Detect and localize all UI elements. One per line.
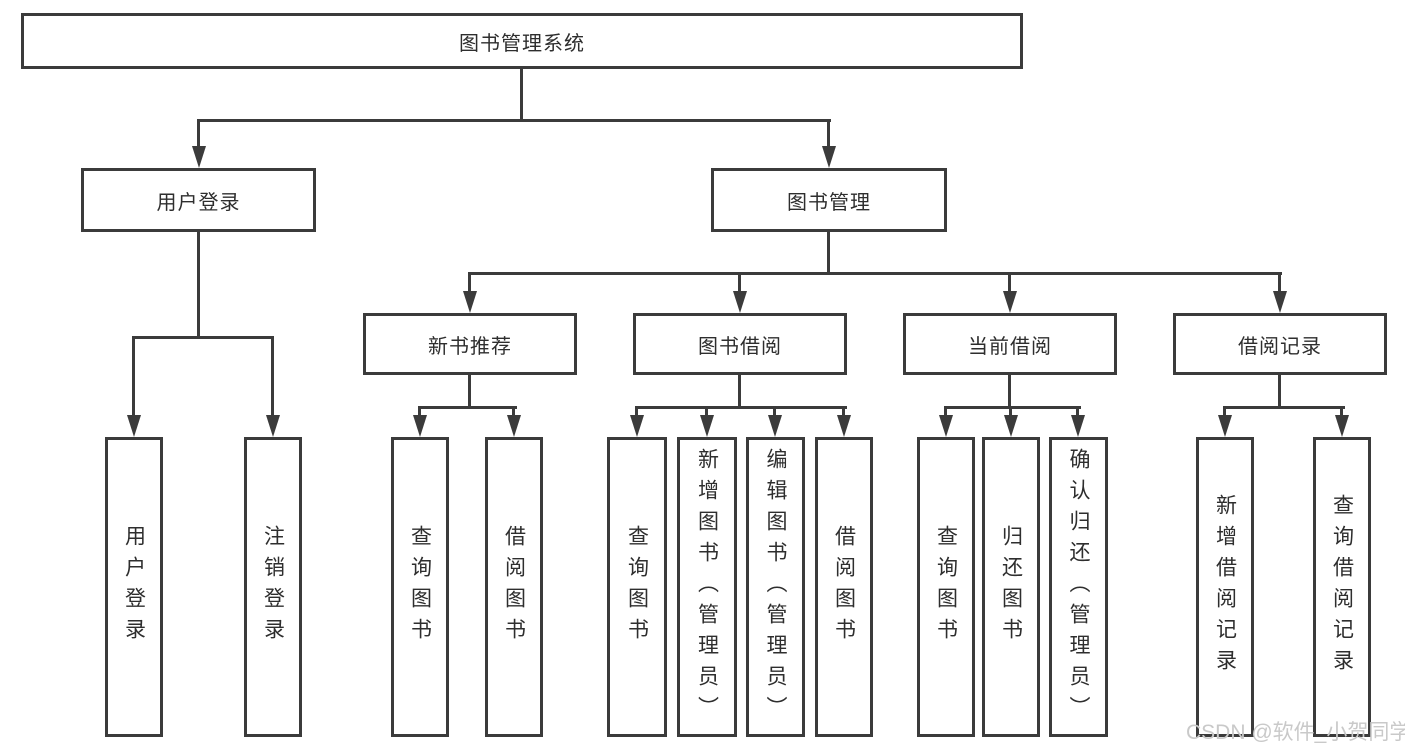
connector-line bbox=[1008, 272, 1011, 295]
connector-line bbox=[468, 272, 471, 295]
node-leaf-query-books-3-label: 查询图书 bbox=[934, 525, 958, 649]
csdn-watermark: CSDN @软件_小贺同学 bbox=[1186, 721, 1405, 744]
connector-line bbox=[271, 336, 274, 417]
node-root-label: 图书管理系统 bbox=[459, 32, 585, 55]
arrowhead-down-icon bbox=[127, 415, 141, 437]
connector-line bbox=[1223, 406, 1226, 419]
node-leaf-query-books-2: 查询图书 bbox=[607, 437, 667, 737]
node-book-borrowing: 图书借阅 bbox=[633, 313, 847, 375]
connector-line bbox=[738, 375, 741, 409]
node-current-borrowing: 当前借阅 bbox=[903, 313, 1117, 375]
node-leaf-add-borrow-record: 新增借阅记录 bbox=[1196, 437, 1254, 737]
node-leaf-query-borrow-record-label: 查询借阅记录 bbox=[1330, 494, 1354, 680]
arrowhead-down-icon bbox=[1004, 415, 1018, 437]
connector-line bbox=[1278, 272, 1281, 295]
node-leaf-query-books-2-label: 查询图书 bbox=[625, 525, 649, 649]
node-leaf-borrow-books-2-label: 借阅图书 bbox=[832, 525, 856, 649]
arrowhead-down-icon bbox=[822, 146, 836, 168]
node-leaf-confirm-return-admin-label: 确认归还（管理员） bbox=[1067, 447, 1090, 727]
node-leaf-borrow-books-1-label: 借阅图书 bbox=[502, 525, 526, 649]
connector-line bbox=[827, 232, 830, 275]
connector-line bbox=[1223, 406, 1345, 409]
connector-line bbox=[1009, 406, 1012, 419]
arrowhead-down-icon bbox=[1273, 291, 1287, 313]
connector-line bbox=[944, 406, 1081, 409]
node-book-management-branch: 图书管理 bbox=[711, 168, 947, 232]
connector-line bbox=[635, 406, 638, 419]
node-user-login-branch: 用户登录 bbox=[81, 168, 316, 232]
connector-line bbox=[1340, 406, 1343, 419]
connector-line bbox=[132, 336, 274, 339]
node-leaf-return-books: 归还图书 bbox=[982, 437, 1040, 737]
arrowhead-down-icon bbox=[1071, 415, 1085, 437]
connector-line bbox=[468, 272, 1282, 275]
node-borrow-records: 借阅记录 bbox=[1173, 313, 1387, 375]
connector-line bbox=[1278, 375, 1281, 409]
arrowhead-down-icon bbox=[413, 415, 427, 437]
node-borrow-records-label: 借阅记录 bbox=[1238, 335, 1322, 358]
arrowhead-down-icon bbox=[939, 415, 953, 437]
connector-line bbox=[418, 406, 421, 419]
connector-line bbox=[705, 406, 708, 419]
arrowhead-down-icon bbox=[1335, 415, 1349, 437]
node-leaf-user-login: 用户登录 bbox=[105, 437, 163, 737]
arrowhead-down-icon bbox=[630, 415, 644, 437]
node-root-library-system: 图书管理系统 bbox=[21, 13, 1023, 69]
arrowhead-down-icon bbox=[733, 291, 747, 313]
arrowhead-down-icon bbox=[463, 291, 477, 313]
node-new-book-recommend-label: 新书推荐 bbox=[428, 335, 512, 358]
node-user-login-branch-label: 用户登录 bbox=[156, 191, 241, 214]
node-leaf-edit-books-admin: 编辑图书（管理员） bbox=[746, 437, 805, 737]
arrowhead-down-icon bbox=[1003, 291, 1017, 313]
node-new-book-recommend: 新书推荐 bbox=[363, 313, 577, 375]
arrowhead-down-icon bbox=[507, 415, 521, 437]
node-leaf-add-books-admin: 新增图书（管理员） bbox=[677, 437, 737, 737]
node-leaf-add-books-admin-label: 新增图书（管理员） bbox=[695, 447, 719, 727]
node-leaf-query-borrow-record: 查询借阅记录 bbox=[1313, 437, 1371, 737]
connector-line bbox=[1008, 375, 1011, 409]
node-leaf-query-books-3: 查询图书 bbox=[917, 437, 975, 737]
node-leaf-edit-books-admin-label: 编辑图书（管理员） bbox=[764, 447, 787, 727]
connector-line bbox=[468, 375, 471, 409]
connector-line bbox=[512, 406, 515, 419]
arrowhead-down-icon bbox=[768, 415, 782, 437]
node-leaf-add-borrow-record-label: 新增借阅记录 bbox=[1213, 494, 1237, 680]
node-leaf-query-books-1: 查询图书 bbox=[391, 437, 449, 737]
connector-line bbox=[842, 406, 845, 419]
connector-line bbox=[1076, 406, 1079, 419]
arrowhead-down-icon bbox=[837, 415, 851, 437]
node-leaf-return-books-label: 归还图书 bbox=[999, 525, 1023, 649]
connector-line bbox=[418, 406, 517, 409]
connector-line bbox=[738, 272, 741, 295]
connector-line bbox=[520, 68, 523, 122]
arrowhead-down-icon bbox=[266, 415, 280, 437]
connector-line bbox=[827, 119, 830, 150]
node-book-management-branch-label: 图书管理 bbox=[787, 191, 871, 214]
connector-line bbox=[773, 406, 776, 419]
connector-line bbox=[197, 119, 831, 122]
node-leaf-user-login-label: 用户登录 bbox=[122, 525, 146, 649]
arrowhead-down-icon bbox=[192, 146, 206, 168]
node-current-borrowing-label: 当前借阅 bbox=[968, 335, 1052, 358]
node-leaf-borrow-books-2: 借阅图书 bbox=[815, 437, 873, 737]
node-book-borrowing-label: 图书借阅 bbox=[698, 335, 782, 358]
connector-line bbox=[197, 232, 200, 339]
node-leaf-borrow-books-1: 借阅图书 bbox=[485, 437, 543, 737]
node-leaf-logout: 注销登录 bbox=[244, 437, 302, 737]
node-leaf-confirm-return-admin: 确认归还（管理员） bbox=[1049, 437, 1108, 737]
arrowhead-down-icon bbox=[700, 415, 714, 437]
node-leaf-logout-label: 注销登录 bbox=[261, 525, 285, 649]
arrowhead-down-icon bbox=[1218, 415, 1232, 437]
node-leaf-query-books-1-label: 查询图书 bbox=[408, 525, 432, 649]
connector-line bbox=[197, 119, 200, 150]
connector-line bbox=[132, 336, 135, 417]
connector-line bbox=[635, 406, 847, 409]
connector-line bbox=[944, 406, 947, 419]
